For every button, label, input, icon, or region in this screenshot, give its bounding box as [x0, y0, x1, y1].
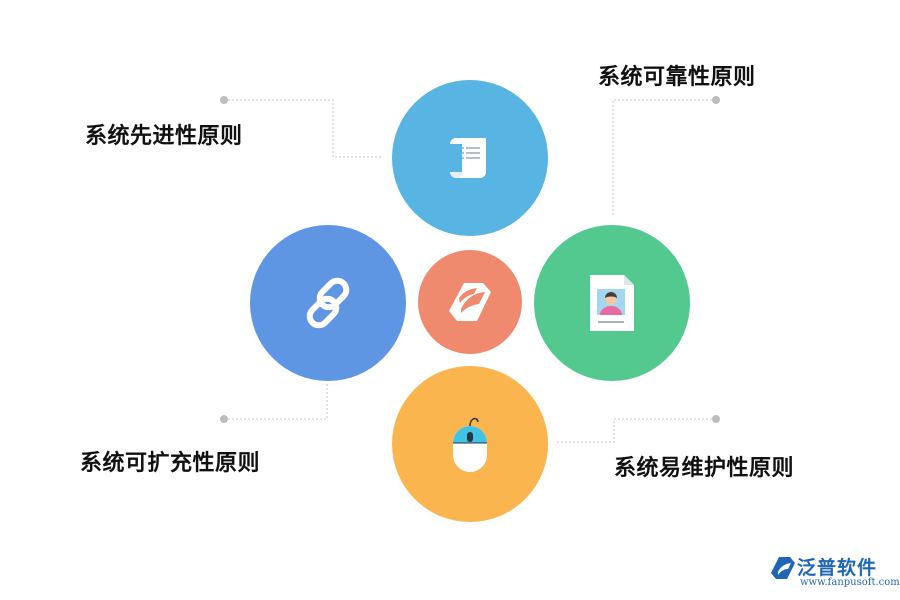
dot-advanced	[220, 96, 228, 104]
label-extensible: 系统可扩充性原则	[80, 451, 261, 476]
dot-extensible	[220, 415, 228, 423]
connector-maintainable	[557, 418, 716, 443]
circle-bottom	[392, 366, 548, 522]
connector-extensible	[224, 381, 328, 420]
label-advanced: 系统先进性原则	[85, 124, 243, 149]
circle-right	[534, 225, 690, 381]
connector-advanced	[224, 99, 383, 158]
connector-reliable	[612, 99, 716, 215]
circle-center	[418, 250, 522, 354]
label-reliable: 系统可靠性原则	[598, 65, 756, 90]
dot-maintainable	[712, 415, 720, 423]
brand-watermark: 泛普软件 www.fanpusoft.com	[770, 553, 900, 593]
brand-url: www.fanpusoft.com	[800, 577, 900, 588]
brand-name: 泛普软件	[797, 557, 878, 579]
chain-link-icon	[306, 277, 350, 329]
circle-top	[392, 80, 548, 236]
mouse-icon	[453, 417, 487, 472]
label-maintainable: 系统易维护性原则	[614, 456, 795, 481]
circle-left	[250, 225, 406, 381]
dot-reliable	[712, 96, 720, 104]
logo-icon	[449, 283, 491, 321]
brand-logo-icon	[771, 557, 795, 579]
scroll-icon	[450, 138, 486, 178]
id-card-icon	[590, 275, 634, 331]
